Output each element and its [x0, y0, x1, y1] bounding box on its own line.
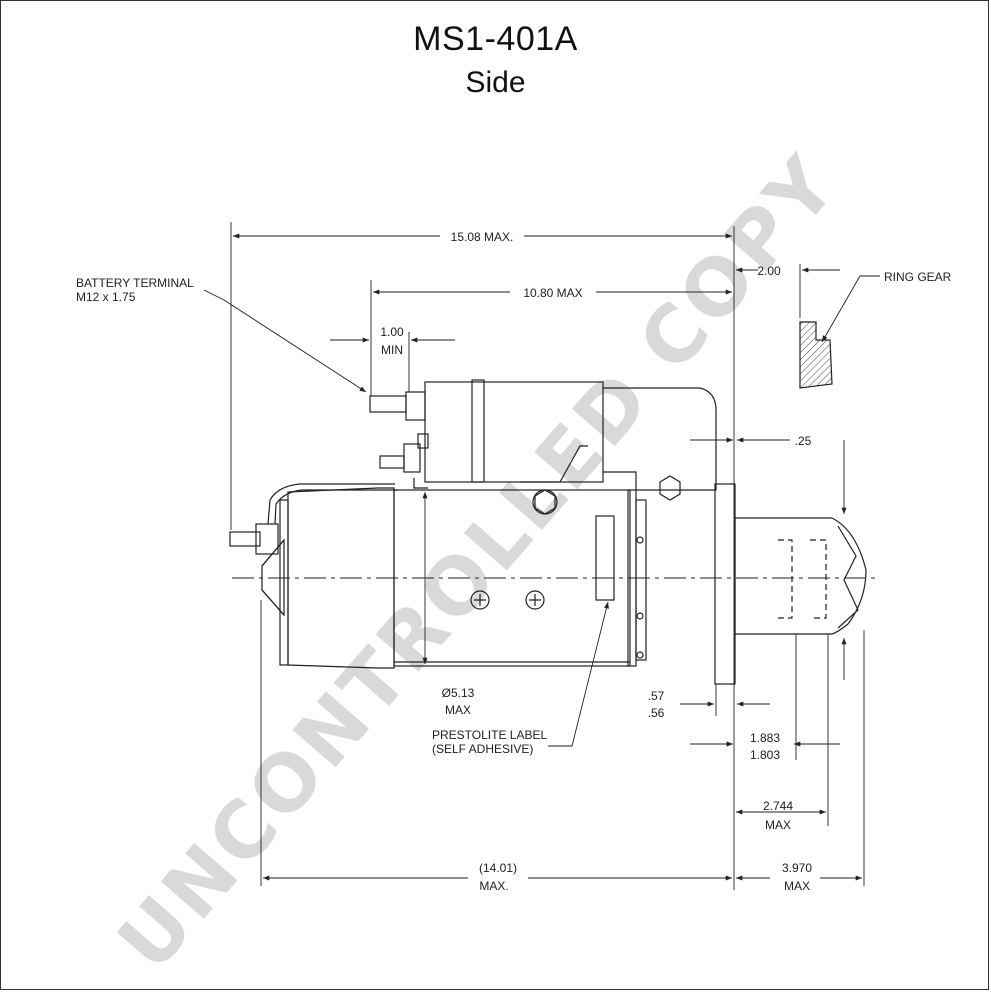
dim-nose-total-max: MAX: [784, 879, 810, 893]
dim-terminal-offset: 1.00: [380, 325, 404, 339]
dim-pinion-len-top: 1.883: [750, 731, 780, 745]
dim-solenoid-length: 10.80 MAX: [523, 286, 582, 300]
dim-nose-total: 3.970: [782, 861, 812, 875]
ring-gear-label: RING GEAR: [884, 270, 952, 284]
dim-flange-bottom: .56: [648, 706, 665, 720]
dim-flange-top: .57: [648, 689, 665, 703]
dim-terminal-min: MIN: [381, 343, 403, 357]
drawing-subtitle: Side: [465, 66, 526, 99]
dim-pinion-len-bottom: 1.803: [750, 748, 780, 762]
battery-terminal-thread: M12 x 1.75: [76, 290, 136, 304]
dim-diameter: Ø5.13: [442, 686, 475, 700]
dim-pinion-gap: .25: [795, 434, 812, 448]
starter-body: [229, 321, 878, 685]
dim-diameter-max: MAX: [445, 703, 471, 717]
dimension-lines: [203, 233, 880, 881]
dimension-texts: 15.08 MAX. 10.80 MAX 1.00 MIN 2.00 .25 Ø…: [380, 230, 812, 893]
dim-ring-gear-gap: 2.00: [757, 264, 781, 278]
extension-lines: [230, 222, 865, 890]
prestolite-label-note: (SELF ADHESIVE): [432, 742, 533, 756]
dim-overall-length: 15.08 MAX.: [451, 230, 514, 244]
callout-labels: BATTERY TERMINAL M12 x 1.75 RING GEAR PR…: [76, 270, 952, 756]
dim-body-len: (14.01): [479, 861, 517, 875]
dim-nose-len-max: MAX: [765, 818, 791, 832]
prestolite-label-title: PRESTOLITE LABEL: [432, 728, 547, 742]
dim-nose-len: 2.744: [763, 799, 793, 813]
battery-terminal-label: BATTERY TERMINAL: [76, 276, 194, 290]
dim-body-len-max: MAX.: [479, 879, 508, 893]
drawing-title: MS1-401A: [413, 20, 578, 58]
